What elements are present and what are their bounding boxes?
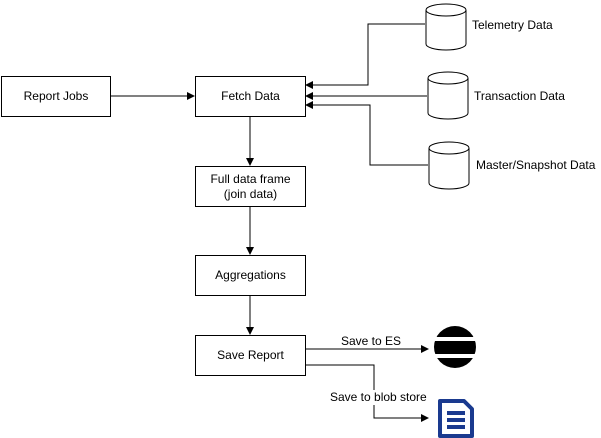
database-cylinder-icon	[425, 3, 467, 51]
elasticsearch-icon	[434, 326, 476, 368]
edge-master-to-fetch	[305, 101, 428, 166]
report-jobs-box: Report Jobs	[1, 76, 111, 117]
full-data-frame-box: Full data frame (join data)	[195, 166, 306, 207]
document-icon	[438, 399, 474, 438]
save-report-box: Save Report	[195, 335, 306, 376]
telemetry-data-label: Telemetry Data	[472, 18, 553, 32]
edge-telemetry-to-fetch	[305, 23, 425, 89]
save-to-blob-label: Save to blob store	[330, 390, 427, 405]
master-snapshot-data-label: Master/Snapshot Data	[476, 158, 596, 172]
database-cylinder-icon	[427, 71, 469, 120]
fetch-data-box: Fetch Data	[195, 76, 306, 117]
database-cylinder-icon	[428, 141, 470, 190]
transaction-data-label: Transaction Data	[474, 89, 565, 103]
aggregations-box: Aggregations	[195, 255, 306, 296]
save-to-es-label: Save to ES	[341, 334, 402, 348]
